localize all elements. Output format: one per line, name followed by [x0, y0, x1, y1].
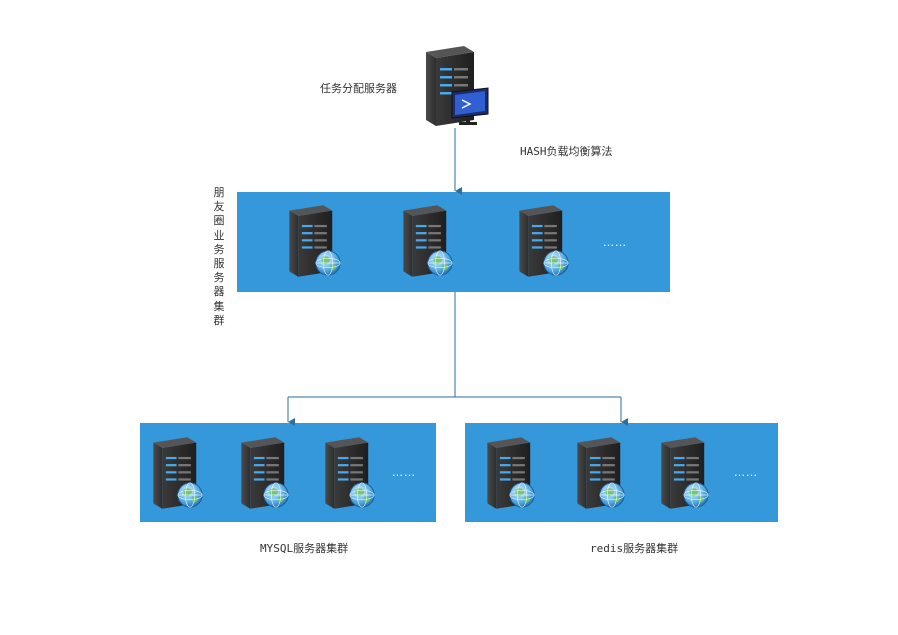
algorithm-label: HASH负载均衡算法: [520, 145, 613, 158]
globe-icon: [315, 250, 341, 276]
redis-cluster-label: redis服务器集群: [590, 542, 679, 555]
moments-server-3-icon: [519, 205, 569, 277]
dispatcher-label: 任务分配服务器: [320, 82, 397, 95]
globe-icon: [599, 482, 625, 508]
mysql-server-1-icon: [153, 437, 203, 509]
globe-icon: [349, 482, 375, 508]
mysql-server-2-icon: [241, 437, 289, 509]
mysql-server-3-icon: [325, 437, 375, 509]
globe-icon: [509, 482, 535, 508]
redis-cluster-ellipsis: ……: [734, 466, 758, 479]
globe-icon: [263, 482, 289, 508]
globe-icon: [427, 250, 453, 276]
globe-icon: [177, 482, 203, 508]
redis-server-1-icon: [487, 437, 535, 509]
mysql-cluster-ellipsis: ……: [392, 466, 416, 479]
redis-server-3-icon: [661, 437, 709, 509]
redis-server-2-icon: [577, 437, 625, 509]
globe-icon: [683, 482, 709, 508]
dispatcher-server-icon: [426, 46, 489, 126]
monitor-icon: [451, 87, 489, 125]
moments-cluster-ellipsis: ……: [603, 236, 627, 249]
moments-cluster-label: 朋友圈业务服务器集群: [213, 186, 225, 327]
moments-server-2-icon: [403, 205, 453, 277]
globe-icon: [543, 250, 569, 276]
mysql-cluster-label: MYSQL服务器集群: [260, 542, 349, 555]
